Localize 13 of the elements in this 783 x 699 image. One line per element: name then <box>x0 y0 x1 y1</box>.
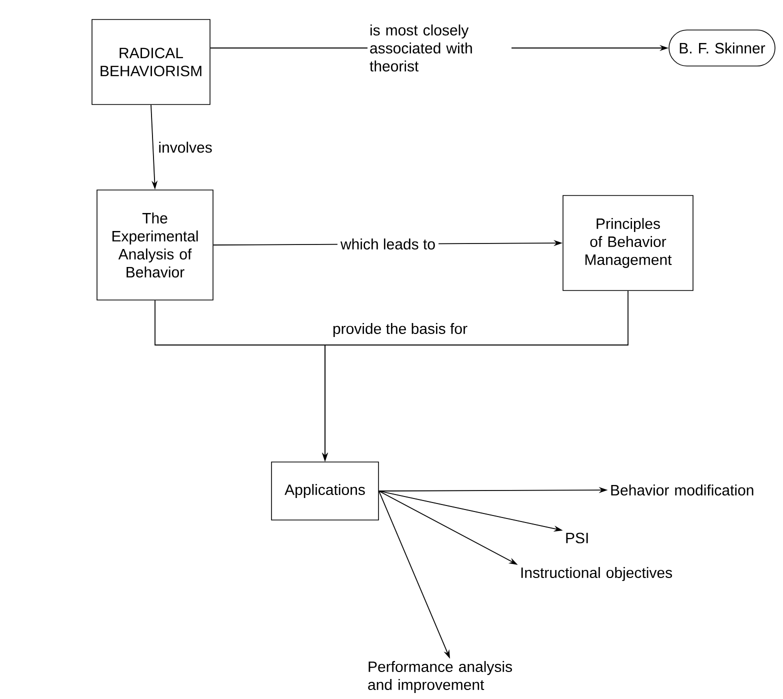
concept-box: Principles of Behavior Management <box>562 195 694 291</box>
application-label: PSI <box>566 532 588 544</box>
application-label: Instructional objectives <box>521 567 672 581</box>
application-label: Behavior modification <box>611 484 754 496</box>
concept-box: RADICAL BEHAVIORISM <box>92 19 210 105</box>
concept-box: B. F. Skinner <box>668 30 776 66</box>
edge-label: which leads to <box>337 236 439 253</box>
application-label: Performance analysis and improvement <box>368 661 512 693</box>
concept-box: Applications <box>271 462 379 520</box>
edge-label: involves <box>157 140 214 154</box>
edge-label: provide the basis for <box>331 322 469 338</box>
edge-label: is most closely associated with theorist <box>368 22 512 74</box>
concept-box: The Experimental Analysis of Behavior <box>96 190 214 300</box>
